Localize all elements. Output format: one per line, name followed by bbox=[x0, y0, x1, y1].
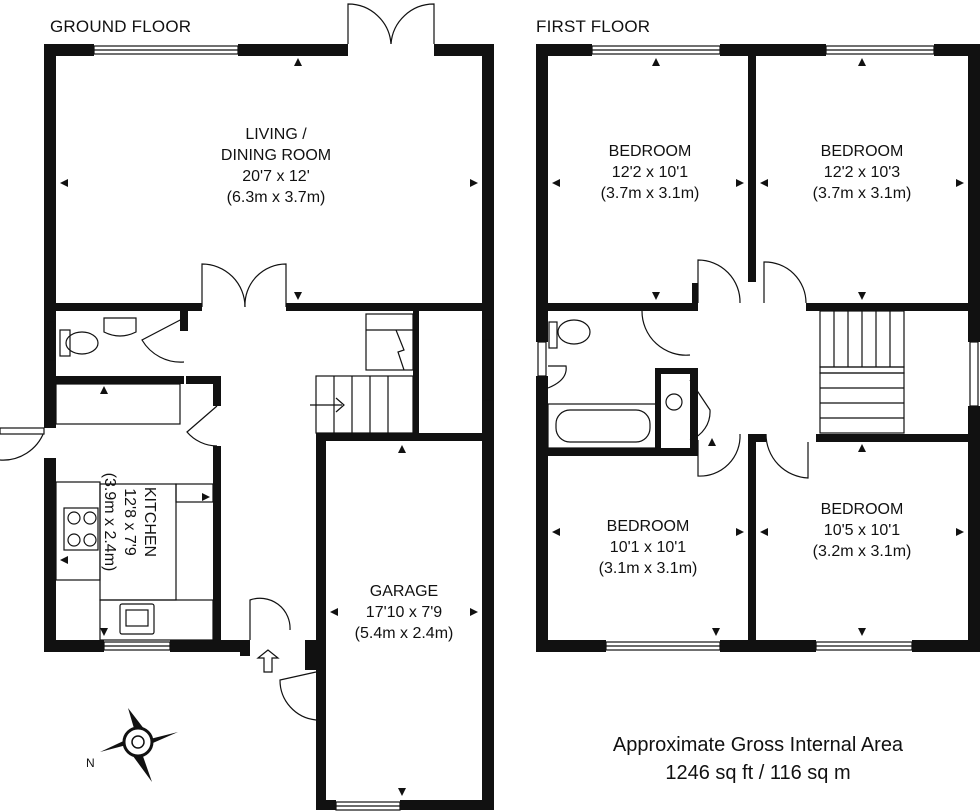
bedroom-3-name: BEDROOM bbox=[606, 518, 690, 535]
bedroom-1-metric: (3.7m x 3.1m) bbox=[600, 185, 700, 202]
bedroom-3-label: BEDROOM 10'1 x 10'1 (3.1m x 3.1m) bbox=[558, 516, 738, 579]
living-room-label: LIVING / DINING ROOM 20'7 x 12' (6.3m x … bbox=[176, 124, 376, 208]
living-room-name-line1: LIVING / bbox=[245, 126, 307, 143]
bedroom-4-imperial: 10'5 x 10'1 bbox=[823, 522, 901, 539]
living-room-name-line2: DINING ROOM bbox=[220, 147, 332, 164]
kitchen-metric: (3.9m x 2.4m) bbox=[101, 472, 118, 572]
first-floor-title: FIRST FLOOR bbox=[536, 17, 651, 36]
bedroom-1-imperial: 12'2 x 10'1 bbox=[611, 164, 689, 181]
bedroom-1-label: BEDROOM 12'2 x 10'1 (3.7m x 3.1m) bbox=[560, 141, 740, 204]
bedroom-1-name: BEDROOM bbox=[608, 143, 692, 160]
bedroom-2-metric: (3.7m x 3.1m) bbox=[812, 185, 912, 202]
dimension-arrows bbox=[60, 58, 964, 796]
bedroom-2-label: BEDROOM 12'2 x 10'3 (3.7m x 3.1m) bbox=[772, 141, 952, 204]
gross-internal-area: Approximate Gross Internal Area 1246 sq … bbox=[570, 731, 946, 787]
compass-icon bbox=[100, 708, 178, 782]
bedroom-4-label: BEDROOM 10'5 x 10'1 (3.2m x 3.1m) bbox=[772, 499, 952, 562]
garage-metric: (5.4m x 2.4m) bbox=[354, 625, 454, 642]
first-floor-windows bbox=[537, 45, 979, 651]
bedroom-2-imperial: 12'2 x 10'3 bbox=[823, 164, 901, 181]
ground-floor-doors bbox=[0, 3, 435, 721]
garage-label: GARAGE 17'10 x 7'9 (5.4m x 2.4m) bbox=[326, 581, 482, 644]
bedroom-3-metric: (3.1m x 3.1m) bbox=[598, 560, 698, 577]
garage-name: GARAGE bbox=[369, 583, 439, 600]
kitchen-fittings bbox=[55, 317, 214, 641]
bedroom-2-name: BEDROOM bbox=[820, 143, 904, 160]
hatch-arrow-icon bbox=[708, 438, 716, 446]
first-floor-doors bbox=[641, 259, 809, 479]
ground-floor-title: GROUND FLOOR bbox=[50, 17, 192, 36]
living-room-imperial: 20'7 x 12' bbox=[242, 168, 310, 185]
kitchen-label: KITCHEN 12'8 x 7'9 (3.9m x 2.4m) bbox=[99, 437, 159, 607]
kitchen-imperial: 12'8 x 7'9 bbox=[121, 488, 138, 556]
bedroom-4-metric: (3.2m x 3.1m) bbox=[812, 543, 912, 560]
bedroom-4-name: BEDROOM bbox=[820, 501, 904, 518]
ground-floor-stairs bbox=[310, 313, 414, 434]
bathroom-fittings bbox=[547, 310, 905, 449]
compass-north-label: N bbox=[86, 756, 95, 770]
area-value: 1246 sq ft / 116 sq m bbox=[665, 762, 851, 784]
area-title: Approximate Gross Internal Area bbox=[612, 734, 904, 756]
first-floor-walls bbox=[536, 44, 980, 652]
living-room-metric: (6.3m x 3.7m) bbox=[226, 189, 326, 206]
ground-floor-walls bbox=[44, 44, 494, 810]
kitchen-name: KITCHEN bbox=[141, 486, 158, 558]
ground-floor-windows bbox=[47, 45, 493, 811]
bedroom-3-imperial: 10'1 x 10'1 bbox=[609, 539, 687, 556]
garage-imperial: 17'10 x 7'9 bbox=[365, 604, 443, 621]
entrance-arrow-icon bbox=[256, 649, 280, 673]
